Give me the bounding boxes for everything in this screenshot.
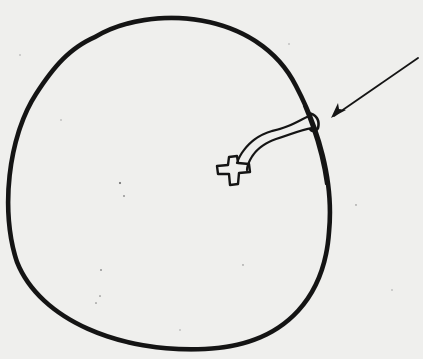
diagram-figure — [0, 0, 423, 359]
diagram-canvas — [0, 0, 423, 359]
paper-background — [0, 0, 423, 359]
